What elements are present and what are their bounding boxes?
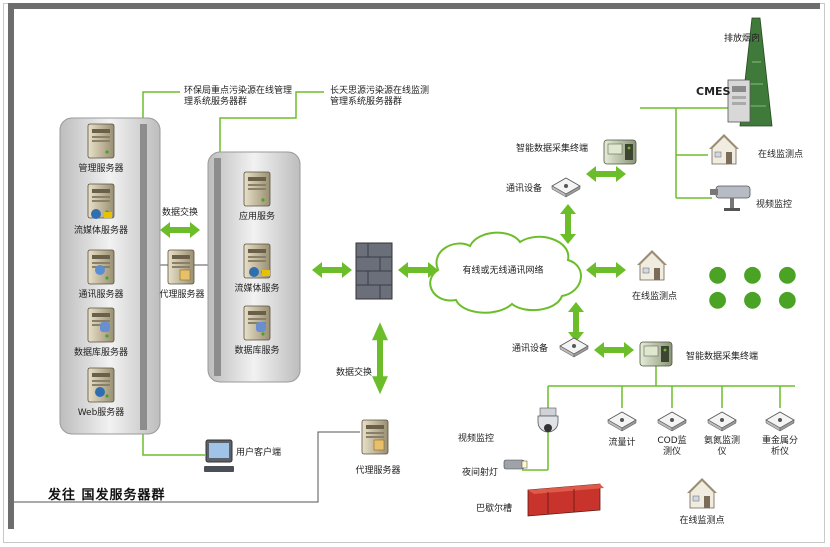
online-monitor-label-mid: 在线监测点 (632, 292, 678, 302)
database-server-label: 数据库服务器 (73, 348, 129, 358)
left-border-bar (8, 9, 14, 529)
collector-label-top: 智能数据采集终端 (516, 144, 589, 154)
bottom-title: 发往 国发服务器群 (48, 488, 166, 503)
comm-device-label-top: 通讯设备 (506, 184, 543, 194)
night-light-label: 夜间射灯 (462, 468, 499, 478)
heavy-metal-analyzer-label: 重金属分析仪 (762, 436, 799, 457)
data-exchange-label-top: 数据交换 (161, 208, 199, 218)
app-service-label: 应用服务 (238, 212, 276, 222)
network-cloud-label: 有线或无线通讯网络 (462, 266, 544, 276)
streaming-server-label: 流媒体服务器 (73, 226, 129, 236)
parshall-flume-label: 巴歇尔槽 (476, 504, 513, 514)
proxy-server-label-bottom: 代理服务器 (355, 466, 401, 476)
streaming-service-label: 流媒体服务 (234, 284, 280, 294)
online-monitor-label-bottom: 在线监测点 (679, 516, 725, 526)
left-server-group-label: 环保局重点污染源在线管理理系统服务器群 (184, 86, 293, 107)
comm-device-label-bottom: 通讯设备 (512, 344, 549, 354)
cod-meter-label: COD监测仪 (657, 436, 687, 457)
mid-server-group-label: 长天思源污染源在线监测管理系统服务器群 (330, 86, 430, 107)
video-monitor-label-bottom: 视频监控 (458, 434, 495, 444)
comm-server-label: 通讯服务器 (78, 290, 124, 300)
collector-label-bottom: 智能数据采集终端 (686, 352, 759, 362)
more-nodes-dots: ● ● ● ● ● ● (708, 262, 801, 312)
user-client-label: 用户客户端 (236, 448, 282, 458)
database-service-label: 数据库服务 (234, 346, 280, 356)
management-server-label: 管理服务器 (78, 164, 124, 174)
video-monitor-label-top: 视频监控 (756, 200, 793, 210)
online-monitor-label-top: 在线监测点 (758, 150, 804, 160)
flow-meter-label: 流量计 (608, 438, 636, 448)
top-border-bar (8, 3, 820, 9)
exhaust-chimney-label: 排放烟囱 (724, 34, 761, 44)
data-exchange-label-bottom: 数据交换 (336, 368, 373, 378)
cmes-label: CMES (696, 85, 731, 98)
web-server-label: Web服务器 (77, 408, 125, 418)
proxy-server-label-left: 代理服务器 (159, 290, 205, 300)
ammonia-meter-label: 氨氮监测仪 (704, 436, 741, 457)
